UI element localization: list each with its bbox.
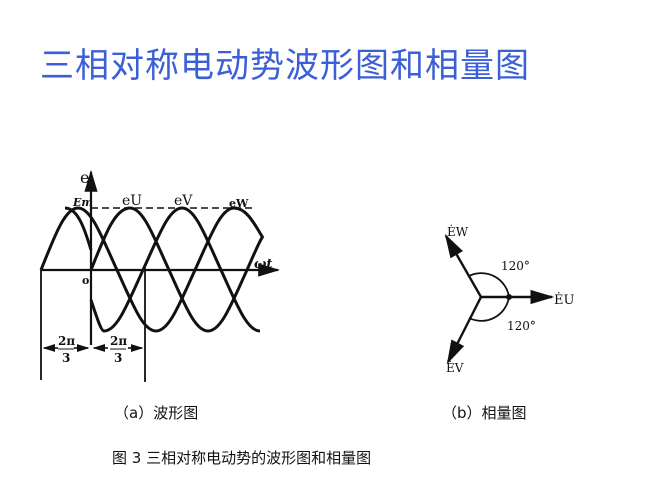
phasor-ew	[444, 233, 483, 298]
ev-label: eV	[174, 193, 193, 209]
phasor-ev	[446, 296, 483, 365]
interval-1-numerator: 2π	[58, 334, 75, 348]
phasor-eu-label: ĖU	[554, 291, 574, 308]
phasor-ew-label: ĖW	[447, 224, 469, 239]
figure-caption: 图 3 三相对称电动势的波形图和相量图	[112, 449, 372, 467]
ew-label: eW	[229, 197, 249, 210]
phasor-diagram	[444, 233, 555, 365]
angle-label-upper: 120°	[501, 259, 530, 273]
phasor-caption: （b）相量图	[442, 404, 527, 422]
angle-arc-upper	[468, 272, 510, 298]
page-title: 三相对称电动势波形图和相量图	[40, 46, 530, 86]
curve-eu	[89, 206, 265, 333]
x-axis-label: ωt	[254, 257, 272, 272]
em-label: Em	[72, 196, 93, 209]
curve-ew	[39, 206, 265, 333]
curve-ev	[89, 206, 261, 333]
waveform-caption: （a）波形图	[114, 404, 199, 422]
interval-2-denominator: 3	[114, 351, 122, 365]
waveform-diagram	[39, 169, 281, 382]
angle-arc-lower	[468, 296, 510, 322]
y-axis-label: e	[80, 168, 89, 187]
interval-2-numerator: 2π	[110, 334, 127, 348]
phasor-ev-label: ĖV	[446, 360, 464, 375]
curve-ev-left	[64, 206, 93, 251]
eu-label: eU	[122, 193, 142, 209]
angle-label-lower: 120°	[507, 319, 536, 333]
interval-1-denominator: 3	[62, 351, 70, 365]
origin-label: o	[82, 274, 89, 287]
